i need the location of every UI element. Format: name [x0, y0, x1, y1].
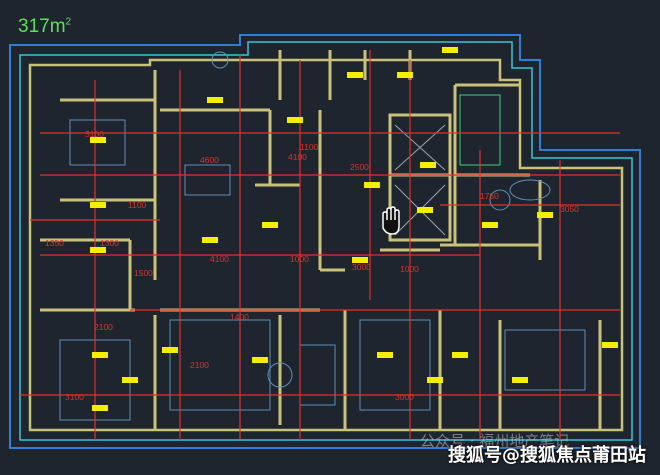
dimension-label: 1100 [300, 142, 319, 152]
dimension-label: 1400 [230, 312, 249, 322]
light-marker [207, 97, 223, 103]
dimension-label: 4100 [210, 254, 229, 264]
light-marker [92, 352, 108, 358]
light-marker [442, 47, 458, 53]
dimension-label: 1300 [100, 238, 119, 248]
dimension-label: 2100 [94, 322, 113, 332]
light-marker [90, 202, 106, 208]
light-marker [602, 342, 618, 348]
light-marker [452, 352, 468, 358]
dimension-lines [20, 50, 620, 440]
dimension-label: 1350 [45, 238, 64, 248]
light-marker [92, 405, 108, 411]
dimension-label: 1000 [400, 264, 419, 274]
light-marker [262, 222, 278, 228]
dimension-label: 4600 [200, 155, 219, 165]
dimension-label-group: 4600 4100 2500 1100 1300 1000 1350 3100 … [45, 129, 579, 402]
light-marker [512, 377, 528, 383]
light-marker [417, 207, 433, 213]
account-watermark: 公众号 · 福州地产笔记 [420, 432, 570, 450]
light-marker [162, 347, 178, 353]
dimension-label: 3000 [395, 392, 414, 402]
area-value: 317 [18, 16, 50, 37]
light-marker [90, 247, 106, 253]
dimension-label: 3100 [65, 392, 84, 402]
fixture-outlines [59, 51, 586, 421]
hand-cursor-icon [382, 206, 400, 235]
dimension-label: 2500 [350, 162, 369, 172]
dimension-label: 1100 [128, 200, 147, 210]
light-marker [122, 377, 138, 383]
area-unit-superscript: 2 [65, 16, 72, 28]
dimension-label: 3000 [352, 262, 371, 272]
area-unit: m [49, 16, 66, 37]
dimension-label: 1000 [290, 254, 309, 264]
light-marker [352, 257, 368, 263]
light-marker [420, 162, 436, 168]
light-marker [287, 117, 303, 123]
light-marker [90, 137, 106, 143]
light-marker [397, 72, 413, 78]
light-marker [347, 72, 363, 78]
area-label: 317m2 [18, 16, 71, 38]
light-marker [427, 377, 443, 383]
light-marker [364, 182, 380, 188]
dimension-label: 2100 [190, 360, 209, 370]
dimension-label: 4100 [288, 152, 307, 162]
light-marker [377, 352, 393, 358]
outer-boundary [9, 34, 641, 449]
interior-walls [40, 50, 602, 430]
light-marker [482, 222, 498, 228]
source-watermark: 搜狐号@搜狐焦点莆田站 [448, 445, 646, 466]
light-marker-group [90, 47, 618, 411]
light-marker [202, 237, 218, 243]
dimension-label: 1500 [134, 268, 153, 278]
light-marker [537, 212, 553, 218]
light-marker [252, 357, 268, 363]
dimension-label: 1750 [480, 191, 499, 201]
dimension-label: 3050 [560, 204, 579, 214]
dimension-label: 3100 [85, 129, 104, 139]
